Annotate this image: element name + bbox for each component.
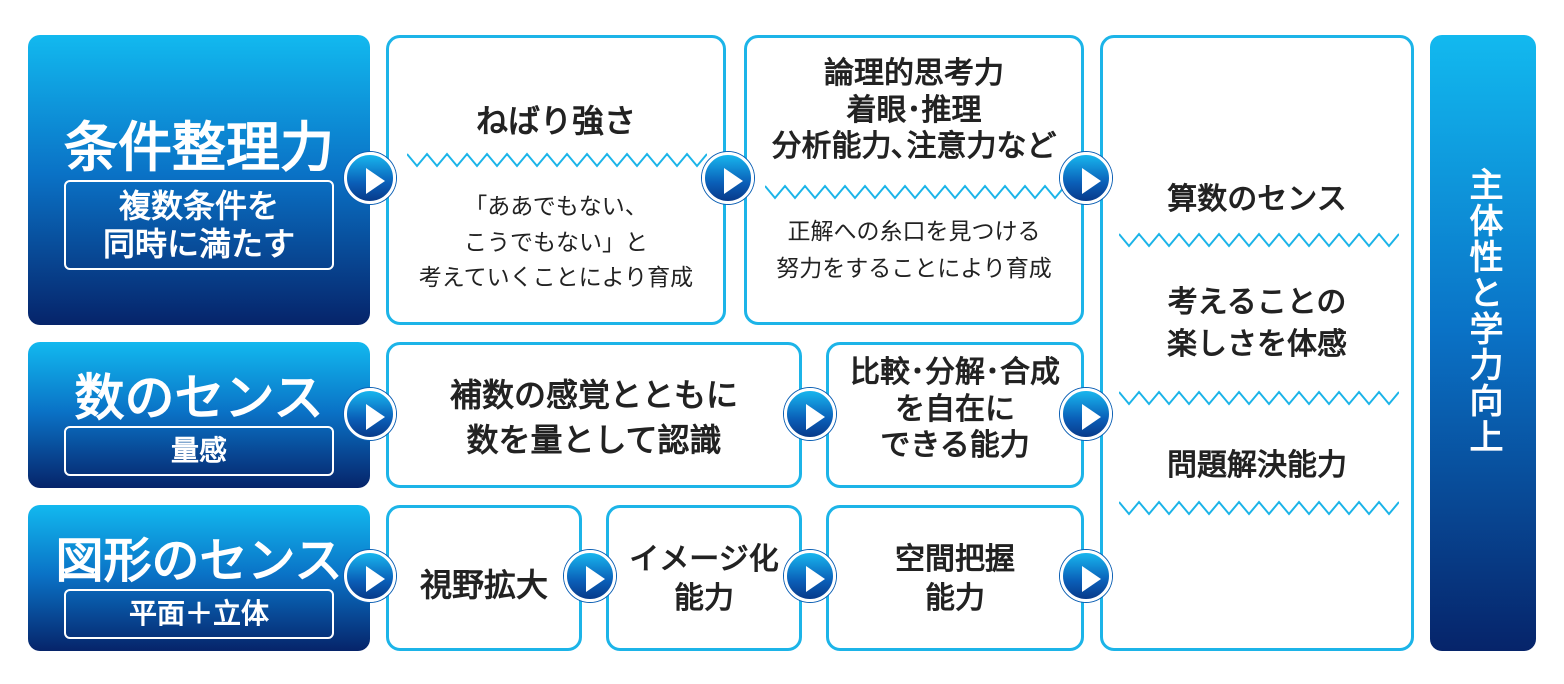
box-perseverance-head: ねばり強さ — [475, 102, 636, 140]
arrow-right-icon — [344, 550, 396, 602]
box-imagination-text: イメージ化 能力 — [629, 542, 779, 616]
box-complement: 補数の感覚とともに 数を量として認識 — [386, 342, 802, 488]
arrow-right-icon — [564, 550, 616, 602]
category-number-sense: 数のセンス 量感 — [28, 342, 370, 488]
box-complement-text: 補数の感覚とともに 数を量として認識 — [449, 376, 738, 459]
category-number-sense-sub: 量感 — [64, 426, 334, 476]
arrow-right-icon — [784, 388, 836, 440]
category-condition-title: 条件整理力 — [64, 116, 334, 179]
box-compare: 比較･分解･合成 を自在に できる能力 — [826, 342, 1084, 488]
category-number-sense-title: 数のセンス — [74, 369, 324, 427]
outcome-enjoy-thinking: 考えることの 楽しさを体感 — [1167, 285, 1347, 362]
box-logical-thinking-head: 論理的思考力 着眼･推理 分析能力､注意力など — [771, 56, 1057, 165]
box-spatial-text: 空間把握 能力 — [895, 542, 1015, 616]
zigzag-divider — [1119, 500, 1399, 516]
outcome-math-sense: 算数のセンス — [1167, 182, 1347, 217]
box-logical-thinking-body: 正解への糸口を見つける 努力をすることにより育成 — [776, 219, 1052, 282]
box-field-of-view-text: 視野拡大 — [419, 566, 548, 604]
category-condition: 条件整理力 複数条件を 同時に満たす — [28, 35, 370, 325]
category-shape-sense: 図形のセンス 平面＋立体 — [28, 505, 370, 651]
box-perseverance-body: 「ああでもない、 こうでもない」と 考えていくことにより育成 — [418, 194, 694, 292]
category-condition-sub: 複数条件を 同時に満たす — [64, 180, 334, 270]
zigzag-divider — [407, 152, 707, 168]
arrow-right-icon — [344, 388, 396, 440]
arrow-right-icon — [1060, 388, 1112, 440]
outcome-problem-solving: 問題解決能力 — [1167, 448, 1347, 483]
box-field-of-view: 視野拡大 — [386, 505, 582, 651]
arrow-right-icon — [702, 152, 754, 204]
box-imagination: イメージ化 能力 — [606, 505, 802, 651]
zigzag-divider — [765, 184, 1065, 200]
zigzag-divider — [1119, 232, 1399, 248]
arrow-right-icon — [1060, 152, 1112, 204]
arrow-right-icon — [1060, 550, 1112, 602]
final-goal-text: 主体性と学力向上 — [1463, 167, 1504, 455]
category-shape-sense-title: 図形のセンス — [55, 533, 343, 589]
box-outcomes: 算数のセンス 考えることの 楽しさを体感 問題解決能力 — [1100, 35, 1414, 651]
final-goal-bar: 主体性と学力向上 — [1430, 35, 1536, 651]
box-perseverance: ねばり強さ 「ああでもない、 こうでもない」と 考えていくことにより育成 — [386, 35, 726, 325]
arrow-right-icon — [784, 550, 836, 602]
arrow-right-icon — [344, 152, 396, 204]
box-logical-thinking: 論理的思考力 着眼･推理 分析能力､注意力など 正解への糸口を見つける 努力をす… — [744, 35, 1084, 325]
box-compare-text: 比較･分解･合成 を自在に できる能力 — [850, 355, 1060, 464]
box-spatial: 空間把握 能力 — [826, 505, 1084, 651]
category-shape-sense-sub: 平面＋立体 — [64, 589, 334, 639]
zigzag-divider — [1119, 390, 1399, 406]
